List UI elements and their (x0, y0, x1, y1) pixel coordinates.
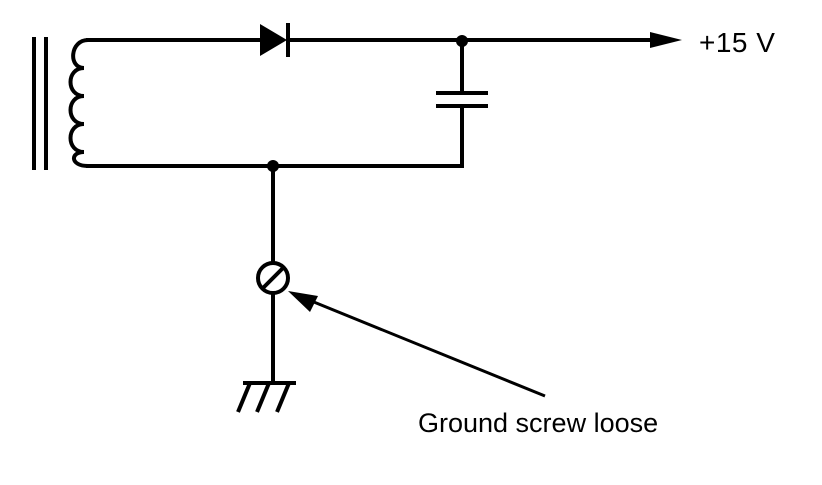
transformer-winding (68, 38, 89, 168)
diode (260, 23, 290, 57)
ground-screw (256, 261, 290, 295)
transformer-core (32, 37, 48, 170)
annotation-arrow (288, 291, 546, 398)
ground-symbol (236, 381, 296, 413)
output-arrow (650, 32, 682, 48)
ground-screw-annotation: Ground screw loose (418, 408, 659, 438)
output-voltage-label: +15 V (699, 27, 776, 58)
capacitor (436, 41, 488, 166)
